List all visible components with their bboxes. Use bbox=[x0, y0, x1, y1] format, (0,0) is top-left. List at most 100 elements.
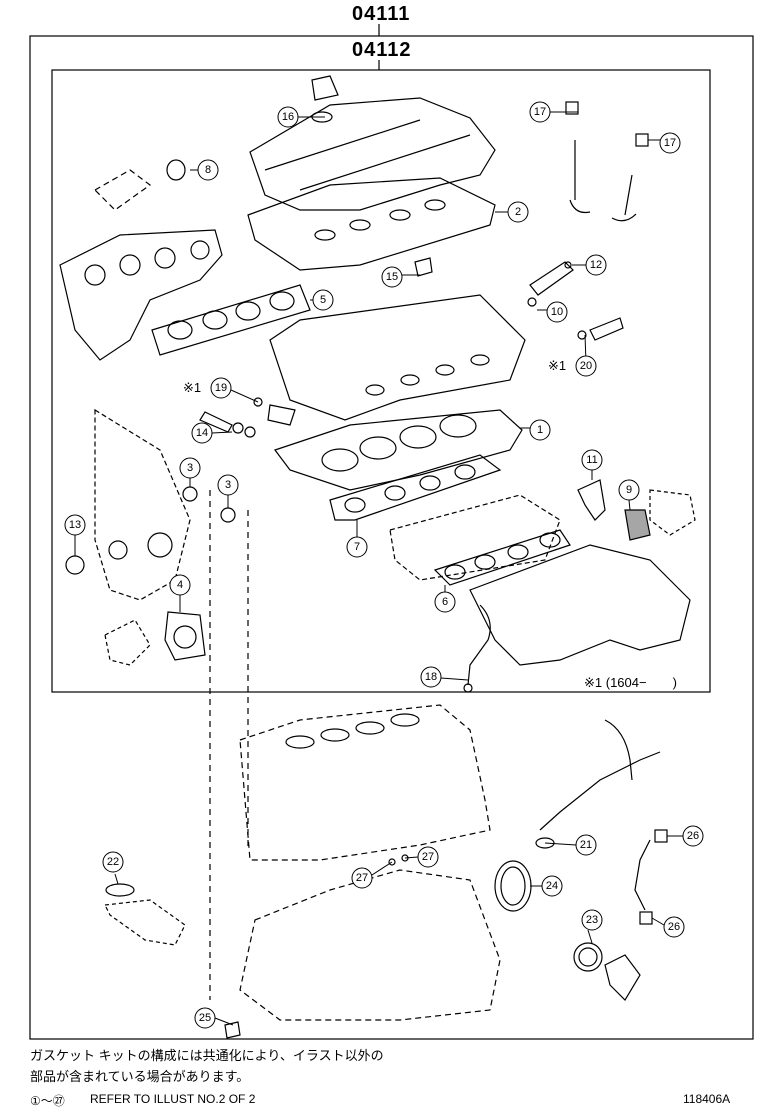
exhaust-pipe bbox=[94, 169, 152, 211]
svg-text:24: 24 bbox=[546, 880, 558, 892]
head-cover-gasket bbox=[247, 177, 496, 271]
svg-text:7: 7 bbox=[354, 541, 360, 553]
callout-7: 7 bbox=[346, 536, 368, 558]
svg-text:25: 25 bbox=[199, 1012, 211, 1024]
timing-cover bbox=[94, 408, 191, 601]
callout-17a: 17 bbox=[529, 101, 551, 123]
svg-text:27: 27 bbox=[422, 851, 434, 863]
oil-filler-cap bbox=[311, 75, 339, 101]
union-26a bbox=[654, 829, 668, 843]
asterisk-note-19: ※1 bbox=[183, 380, 202, 395]
oil-pressure-switch bbox=[589, 317, 624, 341]
svg-text:6: 6 bbox=[442, 596, 448, 608]
callout-14: 14 bbox=[191, 422, 213, 444]
dipstick-tube bbox=[467, 604, 491, 686]
svg-text:8: 8 bbox=[205, 164, 211, 176]
water-outlet bbox=[104, 899, 186, 946]
asterisk-note-20: ※1 bbox=[548, 358, 567, 373]
callout-21: 21 bbox=[575, 834, 597, 856]
sensor-19 bbox=[267, 404, 296, 426]
callout-19: 19 bbox=[210, 377, 232, 399]
cylinder-head-cover bbox=[249, 97, 496, 211]
callout-27b: 27 bbox=[351, 867, 373, 889]
svg-text:14: 14 bbox=[196, 427, 208, 439]
figure-id: 118406A bbox=[683, 1092, 731, 1106]
callout-6: 6 bbox=[434, 591, 456, 613]
valve-seal bbox=[635, 133, 649, 147]
callout-13: 13 bbox=[64, 514, 86, 536]
valve bbox=[611, 174, 637, 222]
svg-text:12: 12 bbox=[590, 259, 602, 271]
inner-kit-frame bbox=[51, 69, 711, 693]
oring-3b bbox=[220, 507, 236, 523]
svg-text:13: 13 bbox=[69, 519, 81, 531]
cylinder-head bbox=[269, 294, 526, 421]
oil-pipe bbox=[539, 751, 661, 831]
svg-text:27: 27 bbox=[356, 872, 368, 884]
refer-text: REFER TO ILLUST NO.2 OF 2 bbox=[90, 1092, 256, 1106]
union-26b bbox=[639, 911, 653, 925]
callout-16: 16 bbox=[277, 106, 299, 128]
injector-oring bbox=[564, 261, 572, 269]
callout-11: 11 bbox=[581, 449, 603, 471]
water-pump-gasket bbox=[164, 611, 206, 661]
throttle-body bbox=[649, 489, 696, 536]
callout-4: 4 bbox=[169, 574, 191, 596]
callout-3a: 3 bbox=[179, 457, 201, 479]
kit-number-outer: 04111 bbox=[352, 3, 411, 25]
oil-hose bbox=[634, 839, 651, 911]
intake-manifold bbox=[469, 544, 691, 666]
svg-text:4: 4 bbox=[177, 579, 183, 591]
callout-26b: 26 bbox=[663, 916, 685, 938]
gasket-11 bbox=[577, 479, 606, 521]
outlet-gasket-22 bbox=[105, 883, 135, 897]
injector-seal bbox=[527, 297, 537, 307]
callout-12: 12 bbox=[585, 254, 607, 276]
svg-text:19: 19 bbox=[215, 382, 227, 394]
intake-manifold-gasket-6 bbox=[433, 529, 571, 586]
front-oil-seal bbox=[573, 942, 603, 972]
applicability-note: ※1 (1604− ) bbox=[584, 675, 677, 690]
cylinder-head-gasket bbox=[274, 409, 523, 491]
callout-27a: 27 bbox=[417, 846, 439, 868]
svg-text:11: 11 bbox=[586, 454, 597, 466]
footer-jp-line1: ガスケット キットの構成には共通化により、イラスト以外の bbox=[30, 1048, 384, 1063]
svg-text:3: 3 bbox=[187, 462, 193, 474]
svg-text:2: 2 bbox=[515, 206, 521, 218]
svg-text:23: 23 bbox=[586, 914, 598, 926]
callout-1: 1 bbox=[529, 419, 551, 441]
spark-plug-seal bbox=[414, 257, 433, 277]
callout-20: 20 bbox=[575, 355, 597, 377]
callout-18: 18 bbox=[420, 666, 442, 688]
svg-text:26: 26 bbox=[687, 830, 699, 842]
callout-17b: 17 bbox=[659, 132, 681, 154]
exhaust-manifold-gasket bbox=[151, 284, 311, 356]
callout-24: 24 bbox=[541, 875, 563, 897]
footer-jp-line2: 部品が含まれている場合があります。 bbox=[30, 1069, 250, 1084]
callout-8: 8 bbox=[197, 159, 219, 181]
svg-text:21: 21 bbox=[580, 839, 592, 851]
svg-text:17: 17 bbox=[534, 106, 546, 118]
valve-seal bbox=[565, 101, 579, 115]
callout-3b: 3 bbox=[217, 474, 239, 496]
water-inlet bbox=[604, 954, 641, 1001]
svg-text:26: 26 bbox=[668, 921, 680, 933]
intake-plenum bbox=[389, 494, 561, 581]
callout-9: 9 bbox=[618, 479, 640, 501]
water-pump bbox=[104, 619, 151, 666]
exhaust-ring bbox=[166, 159, 186, 181]
svg-text:18: 18 bbox=[425, 671, 437, 683]
svg-text:9: 9 bbox=[626, 484, 632, 496]
svg-text:3: 3 bbox=[225, 479, 231, 491]
callout-26a: 26 bbox=[682, 825, 704, 847]
oring-3a bbox=[182, 486, 198, 502]
callout-15: 15 bbox=[381, 266, 403, 288]
svg-text:20: 20 bbox=[580, 360, 592, 372]
svg-text:5: 5 bbox=[320, 294, 326, 306]
callout-2: 2 bbox=[507, 201, 529, 223]
callout-22: 22 bbox=[102, 851, 124, 873]
oil-seal-13 bbox=[65, 555, 85, 575]
callout-25: 25 bbox=[194, 1007, 216, 1029]
oil-pan bbox=[239, 869, 501, 1021]
